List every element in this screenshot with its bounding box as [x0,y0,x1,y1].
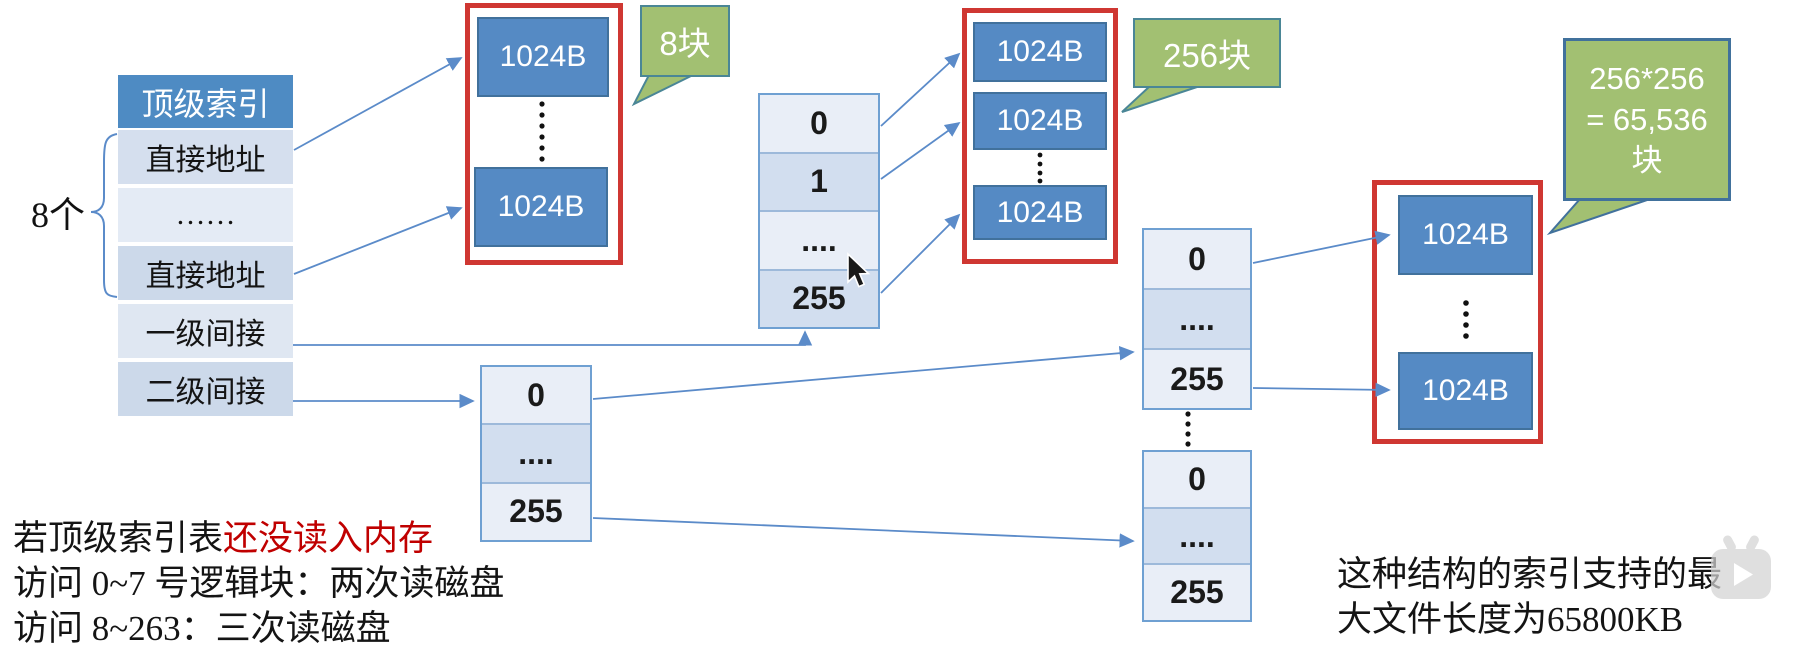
table-cell: 0 [1144,452,1250,507]
top-index-row-ellipsis: …… [118,188,293,242]
single-indirect-table: 0 1 .... 255 [758,93,880,329]
table-cell: 255 [1144,563,1250,621]
disk-block: 1024B [477,17,609,97]
table-cell: 255 [482,481,590,540]
double-indirect-l2-bottom-table: 0 .... 255 [1142,450,1252,622]
note-line-3: 访问 8~263：三次读磁盘 [13,609,391,648]
callout-256-blocks: 256块 [1133,18,1281,88]
callout-8-blocks: 8块 [640,5,730,77]
table-cell: 0 [482,367,590,424]
table-cell: 255 [1144,348,1250,408]
disk-block: 1024B [474,167,608,247]
table-cell: .... [1144,288,1250,348]
disk-block: 1024B [973,22,1107,82]
note-line-2: 访问 0~7 号逻辑块：两次读磁盘 [13,564,505,603]
double-indirect-l2-top-table: 0 .... 255 [1142,228,1252,410]
disk-block: 1024B [973,185,1107,240]
count-brace [90,133,118,298]
table-cell: 255 [760,268,878,327]
disk-block: 1024B [973,92,1107,150]
video-play-icon[interactable] [1708,534,1774,608]
callout-line: 块 [1631,143,1663,178]
table-cell: .... [1144,506,1250,564]
callout-line: = 65,536 [1586,102,1708,137]
callout-line: 256*256 [1589,61,1705,96]
note-line-1: 这种结构的索引支持的最 [1337,555,1723,594]
table-cell: .... [482,423,590,482]
double-indirect-l1-table: 0 .... 255 [480,365,592,542]
callout-65536-blocks: 256*256 = 65,536 块 [1563,38,1731,201]
top-index-row-direct-1: 直接地址 [118,130,293,184]
top-index-header: 顶级索引 [118,75,293,128]
access-cost-notes: 若顶级索引表还没读入内存 访问 0~7 号逻辑块：两次读磁盘 访问 8~263：… [13,516,504,651]
top-index-row-direct-2: 直接地址 [118,246,293,300]
table-cell: .... [760,210,878,269]
note-highlight-red: 还没读入内存 [223,519,434,558]
max-file-size-note: 这种结构的索引支持的最 大文件长度为65800KB [1337,552,1722,642]
direct-count-label: 8个 [30,195,85,235]
table-cell: 0 [1144,230,1250,288]
disk-block: 1024B [1398,352,1533,430]
table-cell: 0 [760,95,878,152]
top-index-row-double-indirect: 二级间接 [118,362,293,416]
note-line-1: 若顶级索引表还没读入内存 [13,519,434,558]
disk-block: 1024B [1398,195,1533,275]
top-index-row-single-indirect: 一级间接 [118,304,293,358]
note-line-2: 大文件长度为65800KB [1337,600,1684,639]
table-cell: 1 [760,151,878,210]
